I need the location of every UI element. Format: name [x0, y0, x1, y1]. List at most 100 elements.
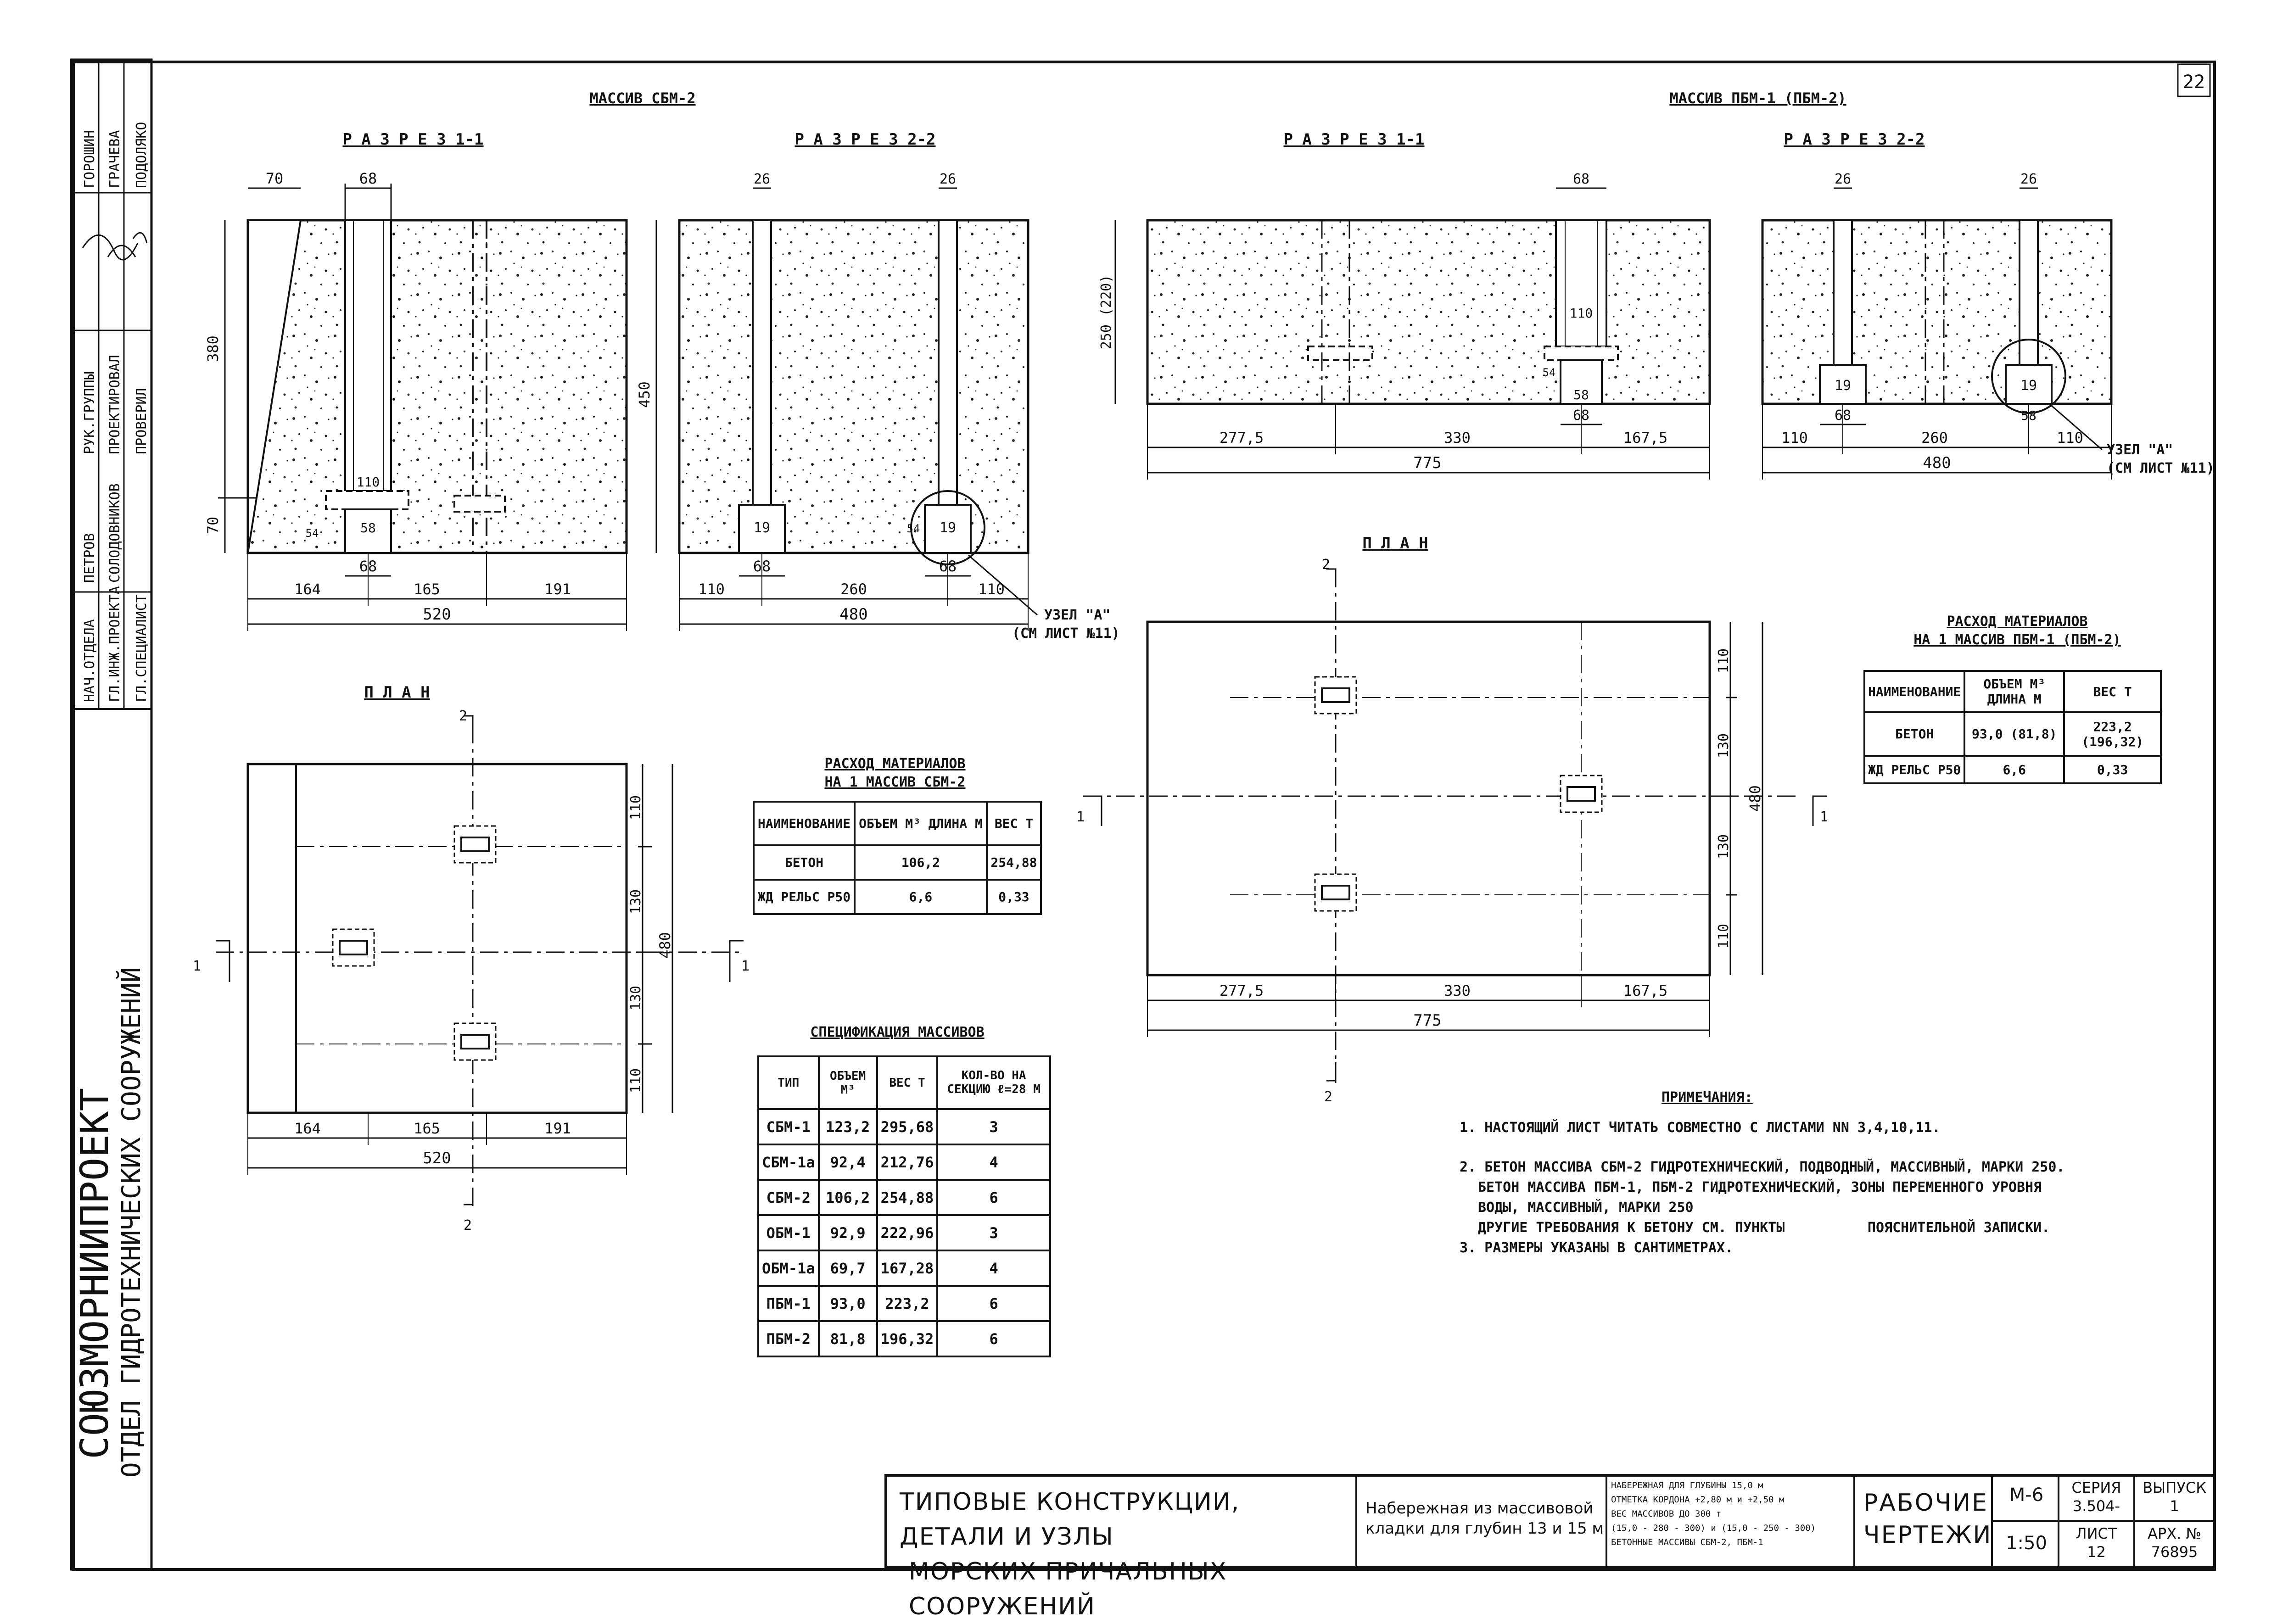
dim-l2-110a: 110 [698, 580, 725, 598]
stamp-desc: НАБЕРЕЖНАЯ ДЛЯ ГЛУБИНЫ 15,0 м ОТМЕТКА КО… [1611, 1479, 1852, 1550]
stamp-main-line1: ТИПОВЫЕ КОНСТРУКЦИИ, ДЕТАЛИ И УЗЛЫ [900, 1488, 1240, 1551]
table-cell: СБМ-1а [757, 1144, 820, 1181]
left-plan: 2 2 1 1 110 130 130 110 480 164 165 191 … [193, 708, 750, 1233]
svg-text:1: 1 [1076, 809, 1085, 825]
dim-r1-58: 58 [1573, 387, 1589, 402]
left-section-2: 26 26 450 19 19 54 68 68 110 260 110 480… [636, 171, 1120, 642]
table-head: ВЕС Т [2063, 670, 2162, 713]
dim-lp-110b: 110 [628, 1068, 644, 1093]
dim-r1-775: 775 [1413, 454, 1441, 472]
table-cell: 123,2 [817, 1108, 878, 1145]
dim-lp-130b: 130 [628, 986, 644, 1010]
dim-rp-167-5: 167,5 [1623, 982, 1667, 999]
table-cell: ПБМ-1 [757, 1285, 820, 1322]
dim-lp-130a: 130 [628, 889, 644, 914]
dim-r1-167-5: 167,5 [1623, 429, 1667, 446]
left-section-2-title: Р А З Р Е З 2-2 [794, 130, 935, 149]
dim-l2-26b: 26 [940, 171, 956, 187]
left-section-1-title: Р А З Р Е З 1-1 [342, 130, 483, 149]
dim-r2-480: 480 [1923, 454, 1951, 472]
table-cell: СБМ-1 [757, 1108, 820, 1145]
note-2c: ВОДЫ, МАССИВНЫЙ, МАРКИ 250 [1478, 1200, 1694, 1216]
dim-lp-480: 480 [656, 932, 674, 959]
table-head: ТИП [757, 1055, 820, 1110]
dim-l1-165: 165 [414, 580, 440, 598]
name-gracheva: ГРАЧЕВА [107, 130, 123, 188]
svg-text:2: 2 [464, 1217, 472, 1233]
table-cell: 254,88 [876, 1179, 939, 1216]
note-2a: 2. БЕТОН МАССИВА СБМ-2 ГИДРОТЕХНИЧЕСКИЙ,… [1460, 1159, 2065, 1175]
table-cell: 295,68 [876, 1108, 939, 1145]
dim-l2-54: 54 [907, 522, 920, 535]
signature-2 [107, 245, 136, 257]
table-cell: 223,2 [876, 1285, 939, 1322]
dim-l1-68top: 68 [359, 170, 377, 187]
right-plan: 2 2 1 1 110 130 130 110 480 277,5 330 16… [1076, 557, 1828, 1105]
dim-lp-191: 191 [544, 1120, 571, 1137]
dim-r2-260: 260 [1921, 429, 1948, 446]
left-section-1: 70 68 380 70 110 58 54 68 164 165 191 52… [204, 170, 628, 631]
name-podolyako: ПОДОЛЯКО [134, 122, 150, 189]
stamp-object-line1: Набережная из массивовой [1365, 1499, 1594, 1518]
table-head: ОБЪЕМ М³ ДЛИНА М [1964, 670, 2065, 713]
table-cell: 6 [936, 1285, 1051, 1322]
right-section-2-title: Р А З Р Е З 2-2 [1784, 130, 1925, 149]
table-cell: 93,0 [817, 1285, 878, 1322]
stamp-sheet-value: 12 [2087, 1543, 2106, 1561]
dim-l1-520: 520 [423, 605, 451, 624]
stamp-series: СЕРИЯ 3.504- [2061, 1479, 2132, 1515]
dim-l2-19a: 19 [754, 520, 770, 536]
stamp-desc-3: ВЕС МАССИВОВ ДО 300 т [1611, 1509, 1722, 1519]
table-row: НАИМЕНОВАНИЕ ОБЪЕМ М³ ДЛИНА М ВЕС Т [753, 801, 1042, 846]
signature-1 [82, 234, 139, 261]
stamp-object-line2: кладки для глубин 13 и 15 м [1365, 1519, 1604, 1538]
stamp-stage-1: РАБОЧИЕ [1863, 1489, 1988, 1517]
dim-rp-775: 775 [1413, 1011, 1441, 1030]
dim-lp-164: 164 [294, 1120, 321, 1137]
dim-r1-330: 330 [1444, 429, 1471, 446]
stamp-main: ТИПОВЫЕ КОНСТРУКЦИИ, ДЕТАЛИ И УЗЛЫ МОРСК… [900, 1484, 1349, 1624]
right-node-label: УЗЕЛ "А" [2107, 442, 2173, 458]
note-3: 3. РАЗМЕРЫ УКАЗАНЫ В САНТИМЕТРАХ. [1460, 1240, 1734, 1256]
mat-right-caption: РАСХОД МАТЕРИАЛОВ НА 1 МАССИВ ПБМ-1 (ПБМ… [1863, 613, 2171, 649]
mat-right-caption-line2: НА 1 МАССИВ ПБМ-1 (ПБМ-2) [1913, 632, 2121, 648]
table-cell: 93,0 (81,8) [1964, 711, 2065, 757]
table-cell: 6 [936, 1179, 1051, 1216]
dim-rp-480: 480 [1746, 785, 1764, 812]
right-section-2: 26 26 19 19 68 58 110 260 110 480 УЗЕЛ "… [1761, 171, 2215, 480]
left-node-ref: (СМ ЛИСТ №11) [1012, 625, 1120, 642]
mat-left-table: НАИМЕНОВАНИЕ ОБЪЕМ М³ ДЛИНА М ВЕС Т БЕТО… [753, 801, 1042, 915]
table-cell: 222,96 [876, 1214, 939, 1251]
table-cell: 92,4 [817, 1144, 878, 1181]
role-gl-inzh: ГЛ.ИНЖ.ПРОЕКТА [107, 586, 123, 702]
note-2d: ДРУГИЕ ТРЕБОВАНИЯ К БЕТОНУ СМ. ПУНКТЫ ПО… [1478, 1220, 2050, 1236]
dim-rp-110b: 110 [1716, 924, 1732, 949]
dim-l1-110: 110 [357, 474, 380, 490]
dept-name: ОТДЕЛ ГИДРОТЕХНИЧЕСКИХ СООРУЖЕНИЙ [116, 967, 146, 1478]
table-cell: ЖД РЕЛЬС Р50 [1863, 755, 1966, 784]
dim-r2-19a: 19 [1835, 378, 1851, 394]
table-row: БЕТОН 93,0 (81,8) 223,2 (196,32) [1863, 711, 2162, 757]
mat-right-caption-line1: РАСХОД МАТЕРИАЛОВ [1947, 614, 2088, 630]
table-cell: ОБМ-1 [757, 1214, 820, 1251]
dim-rp-130b: 130 [1716, 834, 1732, 859]
right-node-ref: (СМ ЛИСТ №11) [2107, 460, 2215, 476]
svg-text:1: 1 [193, 958, 201, 974]
stamp-desc-2: ОТМЕТКА КОРДОНА +2,80 м и +2,50 м [1611, 1495, 1785, 1505]
svg-text:1: 1 [741, 958, 750, 974]
table-cell: 4 [936, 1144, 1051, 1181]
svg-text:1: 1 [1820, 809, 1828, 825]
table-cell: 3 [936, 1108, 1051, 1145]
dim-rp-330: 330 [1444, 982, 1471, 999]
left-plan-title: П Л А Н [364, 683, 430, 702]
right-title: МАССИВ ПБМ-1 (ПБМ-2) [1669, 89, 1846, 107]
dim-r2-26a: 26 [1835, 171, 1851, 187]
stamp-arch: АРХ. № 76895 [2137, 1524, 2212, 1561]
mat-left-caption: РАСХОД МАТЕРИАЛОВ НА 1 МАССИВ СБМ-2 [753, 755, 1037, 792]
role-ruk-gruppy: РУК.ГРУППЫ [82, 371, 98, 454]
table-cell: 0,33 [2063, 755, 2162, 784]
table-cell: ОБМ-1а [757, 1250, 820, 1287]
